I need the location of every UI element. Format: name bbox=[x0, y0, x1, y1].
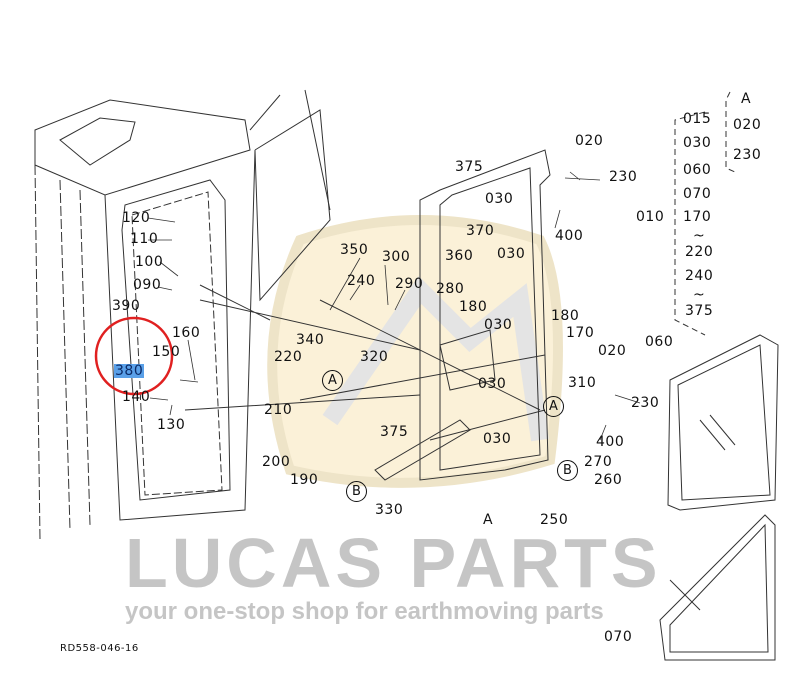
part-label[interactable]: 160 bbox=[172, 325, 201, 341]
reference-marker-b: B bbox=[346, 481, 367, 502]
assembly-item[interactable]: 060 bbox=[683, 162, 712, 178]
sub-assembly-item[interactable]: 020 bbox=[733, 117, 762, 133]
part-label[interactable]: 180 bbox=[459, 299, 488, 315]
assembly-item[interactable]: 240 bbox=[685, 268, 714, 284]
part-label[interactable]: 260 bbox=[594, 472, 623, 488]
part-label[interactable]: 360 bbox=[445, 248, 474, 264]
part-label[interactable]: 090 bbox=[133, 277, 162, 293]
part-label[interactable]: 230 bbox=[609, 169, 638, 185]
part-label[interactable]: 030 bbox=[484, 317, 513, 333]
part-label[interactable]: 120 bbox=[122, 210, 151, 226]
highlight-circle bbox=[94, 316, 174, 396]
part-label[interactable]: 310 bbox=[568, 375, 597, 391]
part-label[interactable]: 240 bbox=[347, 273, 376, 289]
part-label[interactable]: 270 bbox=[584, 454, 613, 470]
sub-assembly-header: A bbox=[741, 91, 752, 107]
part-label[interactable]: 330 bbox=[375, 502, 404, 518]
part-label[interactable]: 300 bbox=[382, 249, 411, 265]
part-label-highlighted[interactable]: 380 bbox=[114, 363, 145, 379]
part-label[interactable]: 060 bbox=[645, 334, 674, 350]
part-label[interactable]: 130 bbox=[157, 417, 186, 433]
connection-marker-a: A bbox=[483, 512, 494, 528]
part-label[interactable]: 170 bbox=[566, 325, 595, 341]
part-label[interactable]: 220 bbox=[274, 349, 303, 365]
part-label[interactable]: 180 bbox=[551, 308, 580, 324]
assembly-item[interactable]: 220 bbox=[685, 244, 714, 260]
part-label[interactable]: 375 bbox=[380, 424, 409, 440]
sub-assembly-item[interactable]: 230 bbox=[733, 147, 762, 163]
part-label[interactable]: 100 bbox=[135, 254, 164, 270]
assembly-main-label[interactable]: 010 bbox=[636, 209, 665, 225]
part-label[interactable]: 290 bbox=[395, 276, 424, 292]
reference-marker-a: A bbox=[543, 396, 564, 417]
part-label[interactable]: 020 bbox=[598, 343, 627, 359]
door-frame bbox=[299, 149, 551, 481]
part-label[interactable]: 320 bbox=[360, 349, 389, 365]
reference-marker-b: B bbox=[557, 460, 578, 481]
range-tilde: ~ bbox=[693, 287, 706, 303]
part-label[interactable]: 350 bbox=[340, 242, 369, 258]
part-label[interactable]: 400 bbox=[596, 434, 625, 450]
assembly-item[interactable]: 015 bbox=[683, 111, 712, 127]
part-label[interactable]: 375 bbox=[455, 159, 484, 175]
part-label[interactable]: 110 bbox=[130, 231, 159, 247]
watermark-title: LUCAS PARTS bbox=[125, 524, 662, 602]
part-label[interactable]: 390 bbox=[112, 298, 141, 314]
part-label[interactable]: 020 bbox=[575, 133, 604, 149]
leader-lines bbox=[147, 171, 641, 441]
part-label[interactable]: 230 bbox=[631, 395, 660, 411]
part-label[interactable]: 190 bbox=[290, 472, 319, 488]
part-label[interactable]: 070 bbox=[604, 629, 633, 645]
part-label[interactable]: 030 bbox=[483, 431, 512, 447]
cab-frame bbox=[34, 89, 421, 541]
part-label[interactable]: 200 bbox=[262, 454, 291, 470]
part-label[interactable]: 210 bbox=[264, 402, 293, 418]
assembly-item[interactable]: 030 bbox=[683, 135, 712, 151]
watermark-tagline: your one-stop shop for earthmoving parts bbox=[125, 598, 604, 625]
part-label[interactable]: 400 bbox=[555, 228, 584, 244]
assembly-bracket bbox=[674, 91, 736, 336]
assembly-item[interactable]: 070 bbox=[683, 186, 712, 202]
part-label[interactable]: 140 bbox=[122, 389, 151, 405]
part-label[interactable]: 250 bbox=[540, 512, 569, 528]
part-label[interactable]: 280 bbox=[436, 281, 465, 297]
part-label[interactable]: 030 bbox=[478, 376, 507, 392]
part-label[interactable]: 370 bbox=[466, 223, 495, 239]
diagram-code: RD558-046-16 bbox=[60, 643, 139, 654]
window-glass bbox=[659, 334, 779, 661]
part-label[interactable]: 150 bbox=[152, 344, 181, 360]
assembly-item[interactable]: 375 bbox=[685, 303, 714, 319]
range-tilde: ~ bbox=[693, 228, 706, 244]
part-label[interactable]: 340 bbox=[296, 332, 325, 348]
assembly-item[interactable]: 170 bbox=[683, 209, 712, 225]
reference-marker-a: A bbox=[322, 370, 343, 391]
part-label[interactable]: 030 bbox=[497, 246, 526, 262]
part-label[interactable]: 030 bbox=[485, 191, 514, 207]
